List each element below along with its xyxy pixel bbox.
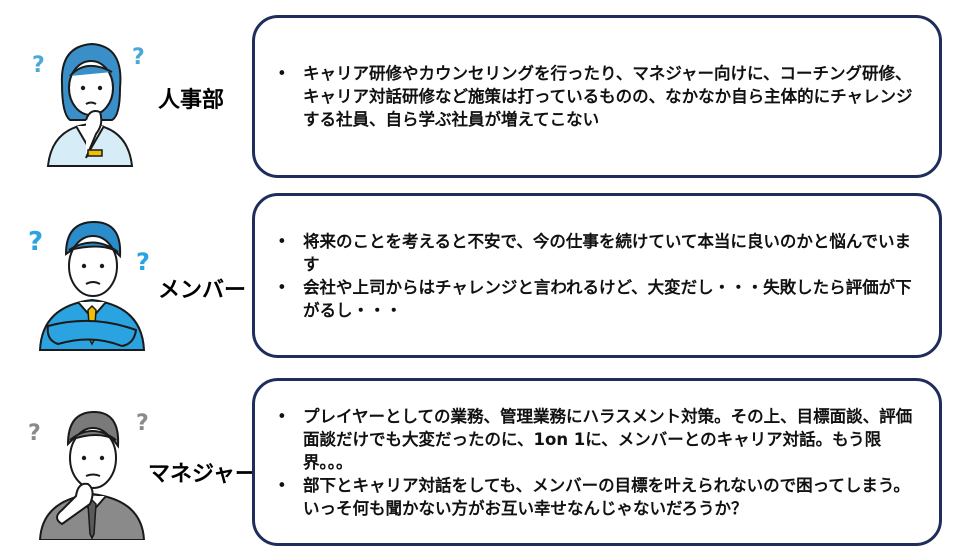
svg-text:?: ?	[136, 411, 149, 436]
hr-woman-thinking-icon: ? ?	[32, 42, 145, 167]
bullet-list-manager: プレイヤーとしての業務、管理業務にハラスメント対策。その上、目標面談、評価面談だ…	[277, 405, 921, 520]
row-member: ? ? メンバー 将来のことを考えると不安で、今の仕事を続けていて本当に良いのか…	[0, 190, 960, 370]
bullet-item: キャリア研修やカウンセリングを行ったり、マネジャー向けに、コーチング研修、キャリ…	[277, 62, 921, 131]
svg-text:?: ?	[32, 53, 45, 78]
bullet-item: 部下とキャリア対話をしても、メンバーの目標を叶えられないので困ってしまう。いっそ…	[277, 474, 921, 520]
member-man-arms-crossed-icon: ? ?	[28, 220, 150, 351]
bullet-item: プレイヤーとしての業務、管理業務にハラスメント対策。その上、目標面談、評価面談だ…	[277, 405, 921, 474]
bullet-list-hr: キャリア研修やカウンセリングを行ったり、マネジャー向けに、コーチング研修、キャリ…	[277, 62, 921, 131]
svg-text:?: ?	[136, 248, 150, 276]
role-label-member: メンバー	[158, 278, 247, 303]
bullet-list-member: 将来のことを考えると不安で、今の仕事を続けていて本当に良いのかと悩んでいます 会…	[277, 230, 921, 322]
role-label-manager: マネジャー	[148, 462, 257, 487]
svg-text:?: ?	[132, 45, 145, 70]
row-hr: ? ? 人事部 キャリア研修やカウンセリングを行ったり、マネジャー向けに、コーチ…	[0, 0, 960, 185]
comment-box-member: 将来のことを考えると不安で、今の仕事を続けていて本当に良いのかと悩んでいます 会…	[252, 193, 942, 358]
svg-text:?: ?	[28, 421, 41, 446]
role-label-hr: 人事部	[158, 88, 225, 113]
bullet-item: 会社や上司からはチャレンジと言われるけど、大変だし・・・失敗したら評価が下がるし…	[277, 276, 921, 322]
svg-text:?: ?	[28, 227, 43, 257]
row-manager: ? ? マネジャー プレイヤーとしての業務、管理業務にハラスメント対策。その上、…	[0, 372, 960, 557]
comment-box-manager: プレイヤーとしての業務、管理業務にハラスメント対策。その上、目標面談、評価面談だ…	[252, 378, 942, 546]
manager-man-thinking-icon: ? ?	[28, 410, 149, 540]
comment-box-hr: キャリア研修やカウンセリングを行ったり、マネジャー向けに、コーチング研修、キャリ…	[252, 15, 942, 178]
bullet-item: 将来のことを考えると不安で、今の仕事を続けていて本当に良いのかと悩んでいます	[277, 230, 921, 276]
